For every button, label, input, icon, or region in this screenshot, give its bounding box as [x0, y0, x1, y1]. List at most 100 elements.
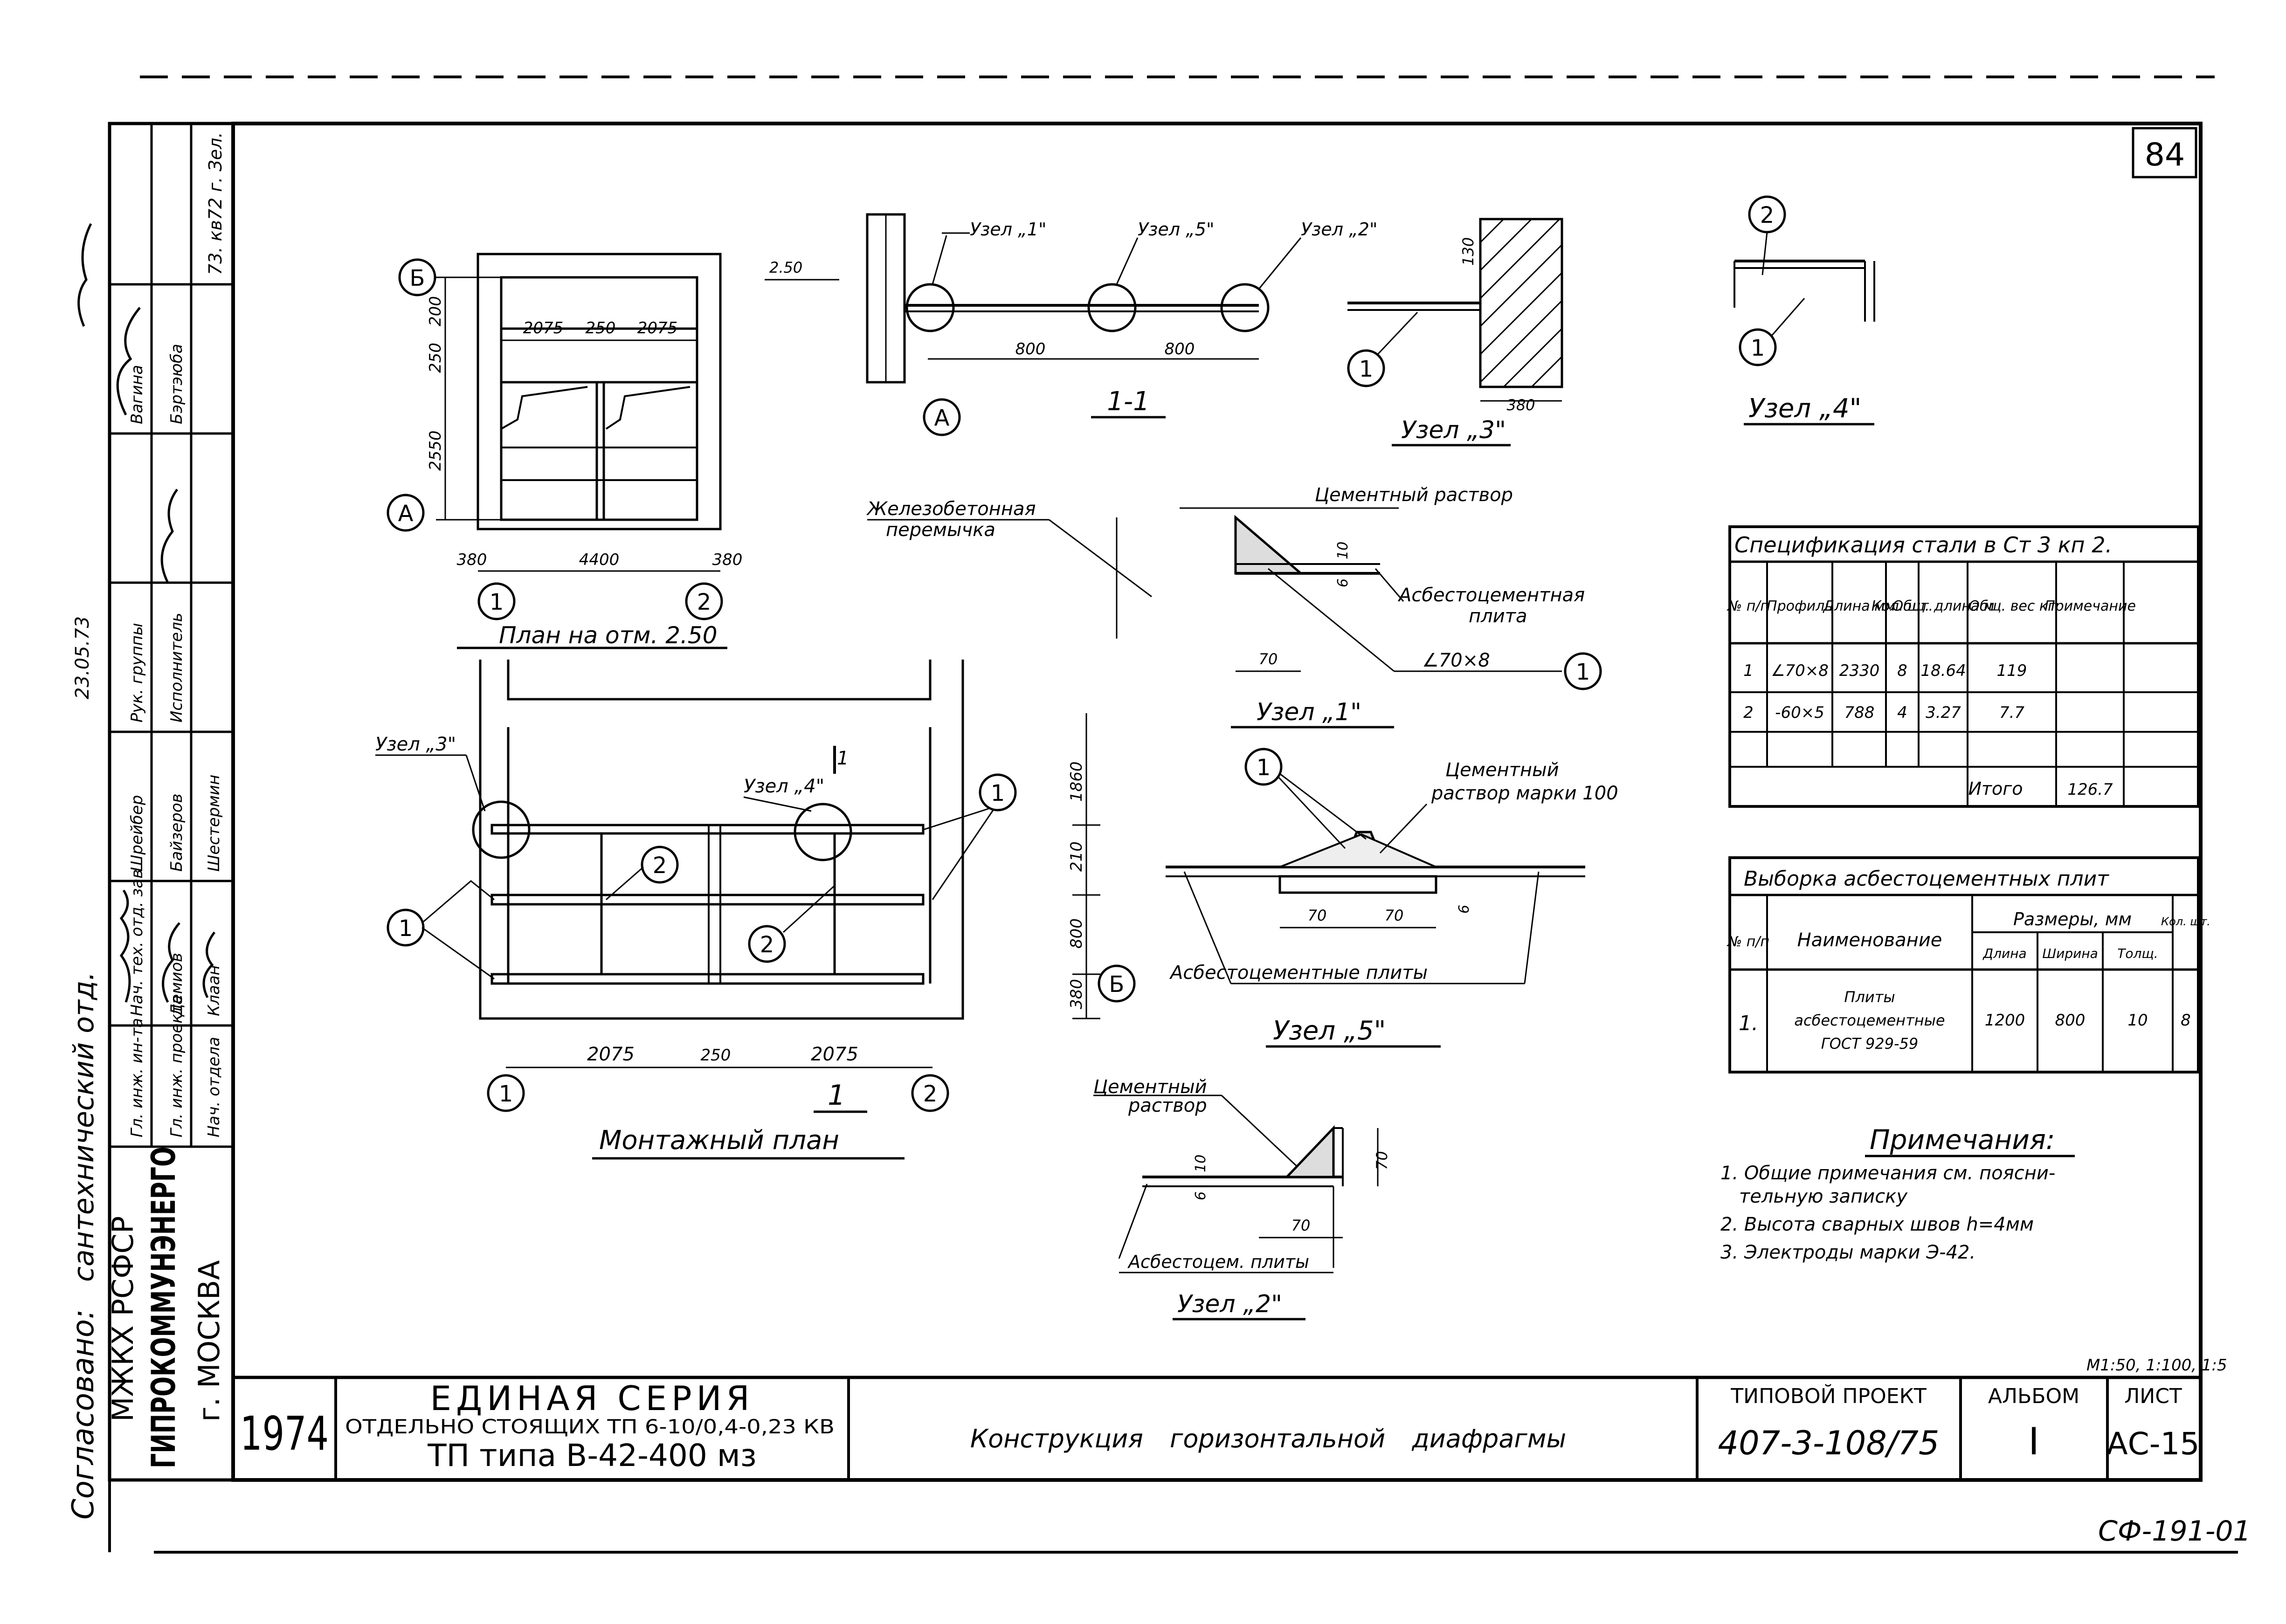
- steel-spec-table: Спецификация стали в Ст 3 кп 2. № п/п Пр…: [1727, 525, 2200, 808]
- node-4-detail: 2 1 Узел „4": [1733, 195, 1875, 426]
- mount-title: Монтажный план: [599, 1125, 839, 1156]
- steel-h-5: Общ. длина м: [1892, 598, 1994, 614]
- node5-dim-1: 70: [1308, 907, 1327, 924]
- plan-dim-bottom-2: 4400: [579, 551, 620, 569]
- plan-axis-2: 2: [697, 589, 711, 615]
- asbestos-sub-2: Ширина: [2042, 946, 2098, 961]
- svg-text:10: 10: [2127, 1011, 2148, 1030]
- asbestos-h-3: Размеры, мм: [2013, 909, 2132, 929]
- sheet-number: 84: [2145, 137, 2185, 173]
- section-node5-label: Узел „5": [1138, 219, 1214, 240]
- mounting-plan: Узел „3" Узел „4" 1 1 2 2 1 1860 210 800…: [375, 660, 1136, 1160]
- svg-text:8: 8: [2181, 1011, 2191, 1030]
- asbestos-row: 1. Плиты асбестоцементные ГОСТ 929-59 12…: [1739, 988, 2191, 1053]
- mount-callout-1-right: 1: [991, 780, 1005, 806]
- asbestos-title: Выборка асбестоцементных плит: [1744, 867, 2109, 891]
- mount-dim-right-3: 800: [1067, 918, 1086, 949]
- node2-dim-70h: 70: [1291, 1217, 1311, 1234]
- mount-section-mark-top: 1: [837, 748, 849, 769]
- mount-node3-label: Узел „3": [375, 734, 456, 755]
- svg-text:2: 2: [1743, 703, 1754, 722]
- section-dim-1: 800: [1015, 340, 1046, 358]
- note-1a: 1. Общие примечания см. поясни-: [1720, 1163, 2055, 1184]
- role-8: Бэртэюба: [167, 344, 186, 424]
- node1-title: Узел „1": [1257, 698, 1361, 726]
- left-strip-frame: [108, 122, 235, 1482]
- name-7: Шестермин: [205, 775, 223, 872]
- node-5-detail: 1 Цементный раствор марки 100 70 70 6 Ас…: [1166, 748, 1618, 1048]
- svg-text:7.7: 7.7: [1999, 703, 2024, 722]
- node2-mortar-1: Цементный: [1093, 1076, 1207, 1098]
- note-1b: тельную записку: [1739, 1186, 1908, 1207]
- svg-text:8: 8: [1897, 661, 1907, 680]
- plan-dim-bottom-3: 380: [712, 551, 743, 569]
- title-sheet-value: АС-15: [2106, 1426, 2199, 1462]
- node3-dim-top: 130: [1459, 237, 1477, 266]
- asbestos-h-4: Кол. шт.: [2161, 915, 2210, 928]
- svg-text:1.: 1.: [1739, 1012, 1758, 1035]
- sign-date: 23.05.73: [72, 616, 93, 699]
- node2-title: Узел „2": [1177, 1290, 1282, 1318]
- node4-title: Узел „4": [1748, 393, 1861, 424]
- asbestos-spec-table: Выборка асбестоцементных плит № п/п Наим…: [1727, 856, 2210, 1073]
- node-3-detail: 130 380 1 Узел „3": [1347, 218, 1563, 447]
- notes-title: Примечания:: [1870, 1124, 2055, 1156]
- node1-angle: ∠70×8: [1422, 650, 1490, 671]
- svg-text:4: 4: [1897, 703, 1907, 722]
- node2-dim-10: 10: [1193, 1155, 1209, 1172]
- asbestos-sub-3: Толщ.: [2117, 946, 2158, 961]
- mount-node4-label: Узел „4": [744, 776, 824, 797]
- title-sheet-label: ЛИСТ: [2124, 1384, 2182, 1408]
- plan-title: План на отм. 2.50: [499, 622, 718, 649]
- role-6: Исполнитель: [167, 612, 186, 723]
- node5-mortar-1: Цементный: [1445, 759, 1559, 781]
- node3-callout: 1: [1359, 356, 1374, 382]
- mount-callout-2-left: 2: [653, 853, 667, 879]
- node5-callout: 1: [1257, 755, 1271, 781]
- institute-label: ГИПРОКОММУНЭНЕРГО: [145, 1147, 183, 1468]
- node3-title: Узел „3": [1401, 416, 1506, 444]
- plan-dim-left-3: 2550: [426, 430, 445, 471]
- title-series-2: ОТДЕЛЬНО СТОЯЩИХ ТП 6-10/0,4-0,23 КВ: [345, 1415, 835, 1438]
- mount-dim-bottom-1: 2075: [587, 1044, 635, 1065]
- plan-dim-top-2: 250: [586, 319, 616, 337]
- ministry-label: МЖКХ РСФСР: [106, 1216, 140, 1422]
- node1-mortar: Цементный раствор: [1315, 484, 1513, 506]
- node1-asbestos-2: плита: [1469, 606, 1527, 627]
- svg-text:1200: 1200: [1985, 1011, 2025, 1030]
- plan-axis-a: А: [398, 501, 414, 527]
- node1-lintel-1: Железобетонная: [866, 498, 1036, 520]
- section-level: 2.50: [769, 259, 802, 276]
- node5-dim-3: 6: [1456, 905, 1472, 914]
- role-4: Нач. отдела: [205, 1037, 223, 1137]
- steel-h-6: Общ. вес кг: [1968, 598, 2055, 614]
- title-album-value: I: [2028, 1420, 2039, 1463]
- agreed-dept: сантехнический отд.: [68, 972, 100, 1282]
- role-3: Гл. инж. проекта: [167, 995, 186, 1137]
- mount-callout-2-right: 2: [760, 932, 774, 958]
- name-5: Шрейбер: [128, 795, 146, 872]
- title-block: 1974 ЕДИНАЯ СЕРИЯ ОТДЕЛЬНО СТОЯЩИХ ТП 6-…: [233, 1376, 2201, 1480]
- node1-dim-10: 10: [1335, 542, 1351, 559]
- node-1-detail: Железобетонная перемычка Цементный раств…: [866, 484, 1602, 729]
- plan-dim-left-2: 250: [426, 343, 445, 373]
- node1-dim-70: 70: [1259, 650, 1278, 668]
- title-album-label: АЛЬБОМ: [1988, 1384, 2079, 1408]
- archive-code: СФ-191-01: [2098, 1515, 2251, 1548]
- steel-row-2: 2 -60×5 788 4 3.27 7.7: [1743, 703, 2024, 722]
- plan-dim-bottom-1: 380: [457, 551, 487, 569]
- steel-h-3: Длина мм: [1823, 598, 1896, 614]
- asbestos-h-1: № п/п: [1727, 934, 1769, 950]
- svg-text:ГОСТ 929-59: ГОСТ 929-59: [1821, 1035, 1918, 1053]
- mount-dim-bottom-3: 2075: [811, 1044, 858, 1065]
- mount-dim-right-2: 210: [1067, 841, 1086, 872]
- node4-callout-top: 2: [1760, 202, 1775, 228]
- mount-dim-right-1: 1860: [1067, 761, 1086, 802]
- section-1-1: 2.50 Узел „1" Узел „5" Узел „2" 800 800 …: [765, 213, 1377, 436]
- node5-title: Узел „5": [1273, 1016, 1386, 1046]
- city-label: г. МОСКВА: [192, 1260, 226, 1422]
- node1-asbestos-1: Асбестоцементная: [1397, 585, 1585, 606]
- mount-dim-right-4: 380: [1067, 979, 1086, 1009]
- name-4: Клаан: [205, 965, 223, 1016]
